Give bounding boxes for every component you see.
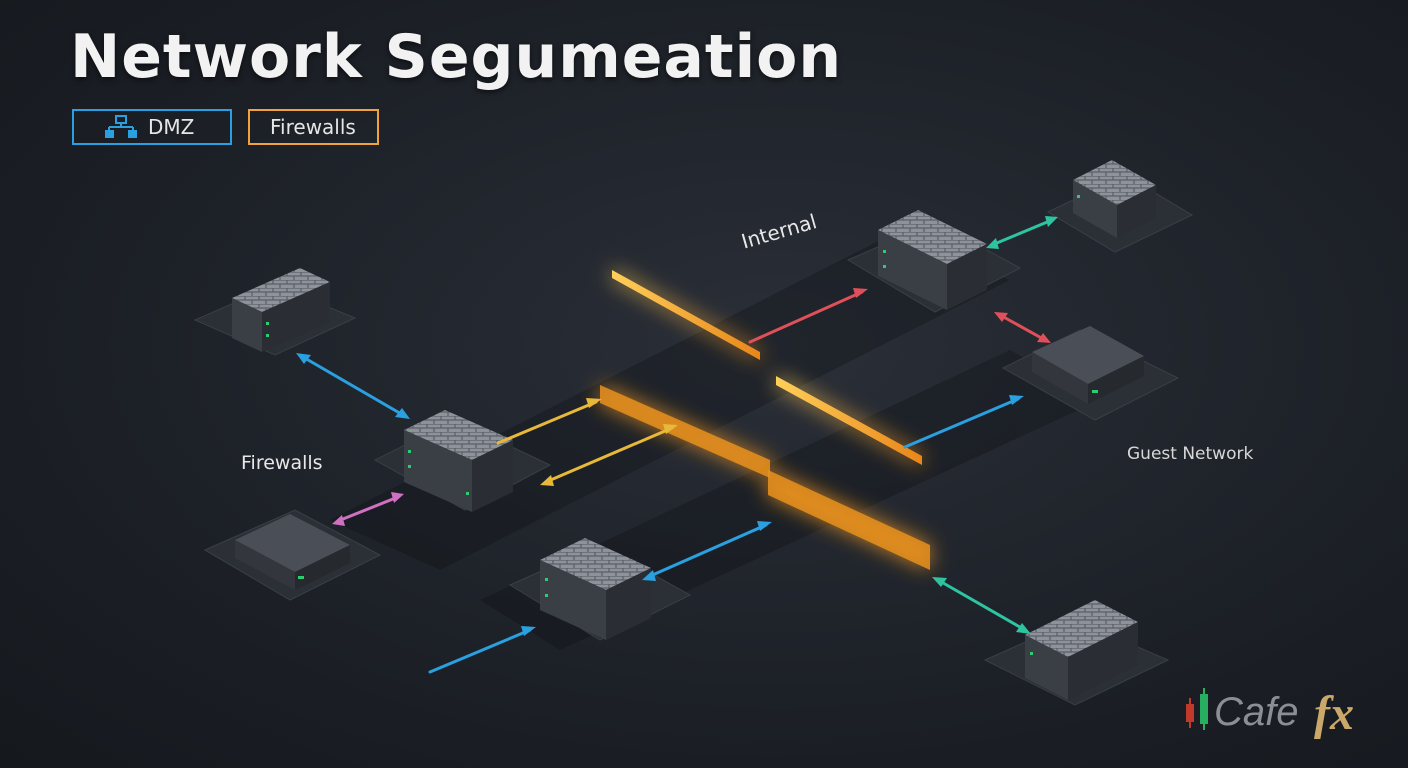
logo-fx: fx <box>1314 687 1354 740</box>
legend-firewalls-label: Firewalls <box>270 115 356 139</box>
connections <box>296 216 1058 674</box>
legend-dmz: DMZ <box>72 109 232 145</box>
arrow-yellow-upper <box>496 398 602 445</box>
arrow-blue-center <box>642 521 772 581</box>
arrow-blue-bottom <box>428 626 536 674</box>
router-icon-right <box>1032 326 1144 404</box>
legend-dmz-label: DMZ <box>148 115 195 139</box>
page-title: Network Segumeation <box>70 22 843 92</box>
logo-text: Cafe <box>1214 690 1299 734</box>
arrow-teal-top <box>986 216 1058 249</box>
legend-firewalls: Firewalls <box>248 109 379 145</box>
arrow-blue-guest <box>903 395 1024 449</box>
firewall-gate-front <box>768 376 930 570</box>
server-icon-bottom-right <box>1025 600 1138 700</box>
candlestick-icon <box>1186 688 1208 730</box>
arrow-red-internal <box>748 288 868 344</box>
firewalls-label: Firewalls <box>241 452 323 474</box>
guest-network-label: Guest Network <box>1127 444 1254 464</box>
arrow-teal-bottom <box>932 577 1031 634</box>
server-icon-bottom-center <box>540 538 651 640</box>
router-icon-bottom-left <box>235 514 350 590</box>
arrow-red-right <box>994 312 1051 343</box>
server-icon-top-right <box>1073 160 1156 238</box>
server-icon-left-center <box>404 410 513 512</box>
cafefx-logo: Cafe fx <box>1184 684 1384 748</box>
network-icon <box>105 115 137 138</box>
arrow-blue-top-left <box>296 353 410 419</box>
arrow-yellow-lower <box>540 424 678 486</box>
server-icon-top-center <box>878 210 987 310</box>
arrow-pink <box>332 492 404 526</box>
server-icon-top-left <box>232 268 330 352</box>
firewall-gate-back <box>600 270 770 478</box>
